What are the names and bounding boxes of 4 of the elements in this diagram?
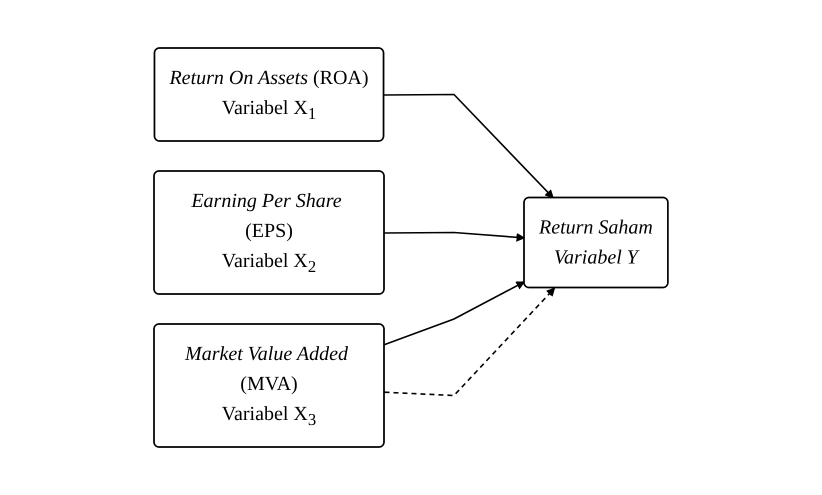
- arrow: [384, 94, 554, 198]
- arrow: [384, 288, 556, 396]
- arrow: [384, 281, 525, 346]
- arrow: [384, 232, 525, 242]
